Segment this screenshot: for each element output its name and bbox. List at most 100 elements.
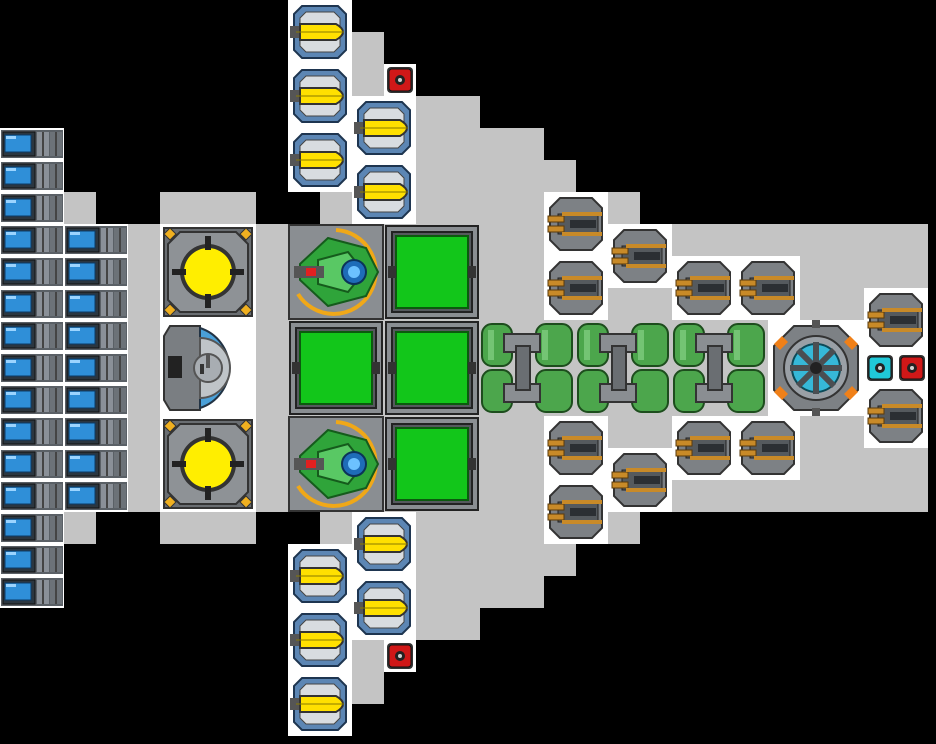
hull-tile[interactable] xyxy=(128,448,160,480)
thruster-3[interactable] xyxy=(288,128,352,192)
cannon-10[interactable] xyxy=(672,416,736,480)
hull-tile[interactable] xyxy=(448,192,480,224)
battery-bank-2[interactable] xyxy=(0,192,64,224)
hull-tile[interactable] xyxy=(544,160,576,192)
hull-tile[interactable] xyxy=(800,256,832,288)
battery-bank-9[interactable] xyxy=(0,416,64,448)
hull-tile[interactable] xyxy=(608,192,640,224)
hull-tile[interactable] xyxy=(640,416,672,448)
hull-tile[interactable] xyxy=(256,480,288,512)
hull-tile[interactable] xyxy=(512,224,544,256)
hull-tile[interactable] xyxy=(896,256,928,288)
cannon-6[interactable] xyxy=(864,288,928,352)
battery-bank-10[interactable] xyxy=(0,448,64,480)
cannon-12[interactable] xyxy=(864,384,928,448)
hull-tile[interactable] xyxy=(480,128,512,160)
cannon-3[interactable] xyxy=(608,224,672,288)
hull-tile[interactable] xyxy=(512,288,544,320)
cargo-bay-1[interactable] xyxy=(384,224,480,320)
hull-tile[interactable] xyxy=(192,192,224,224)
hull-tile[interactable] xyxy=(512,192,544,224)
hull-tile[interactable] xyxy=(416,96,448,128)
battery-bank-22[interactable] xyxy=(64,448,128,480)
hull-tile[interactable] xyxy=(832,256,864,288)
hull-tile[interactable] xyxy=(448,96,480,128)
hull-tile[interactable] xyxy=(512,256,544,288)
thruster-2[interactable] xyxy=(288,64,352,128)
hull-tile[interactable] xyxy=(416,128,448,160)
hull-tile[interactable] xyxy=(128,224,160,256)
hull-tile[interactable] xyxy=(832,288,864,320)
hull-tile[interactable] xyxy=(480,224,512,256)
cannon-2[interactable] xyxy=(544,256,608,320)
laser-turret-2[interactable] xyxy=(288,416,384,512)
hull-tile[interactable] xyxy=(320,192,352,224)
reactor-1[interactable] xyxy=(160,224,256,320)
hull-tile[interactable] xyxy=(448,544,480,576)
hull-tile[interactable] xyxy=(256,224,288,256)
hull-tile[interactable] xyxy=(736,480,768,512)
battery-bank-15[interactable] xyxy=(64,224,128,256)
hull-tile[interactable] xyxy=(544,544,576,576)
hull-tile[interactable] xyxy=(480,480,512,512)
battery-bank-13[interactable] xyxy=(0,544,64,576)
hull-tile[interactable] xyxy=(896,480,928,512)
battery-bank-12[interactable] xyxy=(0,512,64,544)
hull-tile[interactable] xyxy=(416,512,448,544)
hull-tile[interactable] xyxy=(352,32,384,64)
hull-tile[interactable] xyxy=(256,256,288,288)
hull-tile[interactable] xyxy=(448,160,480,192)
hull-tile[interactable] xyxy=(800,480,832,512)
hull-tile[interactable] xyxy=(512,544,544,576)
cannon-9[interactable] xyxy=(608,448,672,512)
hull-tile[interactable] xyxy=(608,416,640,448)
hull-tile[interactable] xyxy=(128,480,160,512)
cannon-7[interactable] xyxy=(544,416,608,480)
hull-tile[interactable] xyxy=(416,160,448,192)
hull-tile[interactable] xyxy=(448,608,480,640)
hull-tile[interactable] xyxy=(416,544,448,576)
hull-tile[interactable] xyxy=(160,192,192,224)
hull-tile[interactable] xyxy=(512,480,544,512)
hull-tile[interactable] xyxy=(800,416,832,448)
hull-tile[interactable] xyxy=(448,512,480,544)
thruster-9[interactable] xyxy=(288,608,352,672)
hull-tile[interactable] xyxy=(768,224,800,256)
cannon-4[interactable] xyxy=(672,256,736,320)
hull-tile[interactable] xyxy=(224,192,256,224)
hull-tile[interactable] xyxy=(800,448,832,480)
hull-tile[interactable] xyxy=(128,288,160,320)
ammo-box-red-3[interactable] xyxy=(384,640,416,672)
hull-tile[interactable] xyxy=(800,288,832,320)
hull-tile[interactable] xyxy=(640,288,672,320)
hull-tile[interactable] xyxy=(512,416,544,448)
hull-tile[interactable] xyxy=(480,256,512,288)
hull-tile[interactable] xyxy=(832,448,864,480)
thruster-7[interactable] xyxy=(288,544,352,608)
battery-bank-19[interactable] xyxy=(64,352,128,384)
battery-bank-14[interactable] xyxy=(0,576,64,608)
hull-tile[interactable] xyxy=(896,224,928,256)
thruster-5[interactable] xyxy=(352,160,416,224)
cannon-1[interactable] xyxy=(544,192,608,256)
hull-tile[interactable] xyxy=(256,320,288,352)
hull-tile[interactable] xyxy=(512,160,544,192)
battery-bank-21[interactable] xyxy=(64,416,128,448)
hull-tile[interactable] xyxy=(480,512,512,544)
hull-tile[interactable] xyxy=(128,416,160,448)
cannon-5[interactable] xyxy=(736,256,800,320)
hull-tile[interactable] xyxy=(864,448,896,480)
cargo-bay-3[interactable] xyxy=(384,320,480,416)
hull-tile[interactable] xyxy=(480,416,512,448)
hull-tile[interactable] xyxy=(480,544,512,576)
hull-tile[interactable] xyxy=(832,224,864,256)
hull-tile[interactable] xyxy=(192,512,224,544)
hull-tile[interactable] xyxy=(128,320,160,352)
laser-turret-1[interactable] xyxy=(288,224,384,320)
battery-bank-18[interactable] xyxy=(64,320,128,352)
hull-tile[interactable] xyxy=(704,224,736,256)
hull-tile[interactable] xyxy=(512,576,544,608)
battery-bank-16[interactable] xyxy=(64,256,128,288)
hull-tile[interactable] xyxy=(448,128,480,160)
battery-bank-1[interactable] xyxy=(0,160,64,192)
